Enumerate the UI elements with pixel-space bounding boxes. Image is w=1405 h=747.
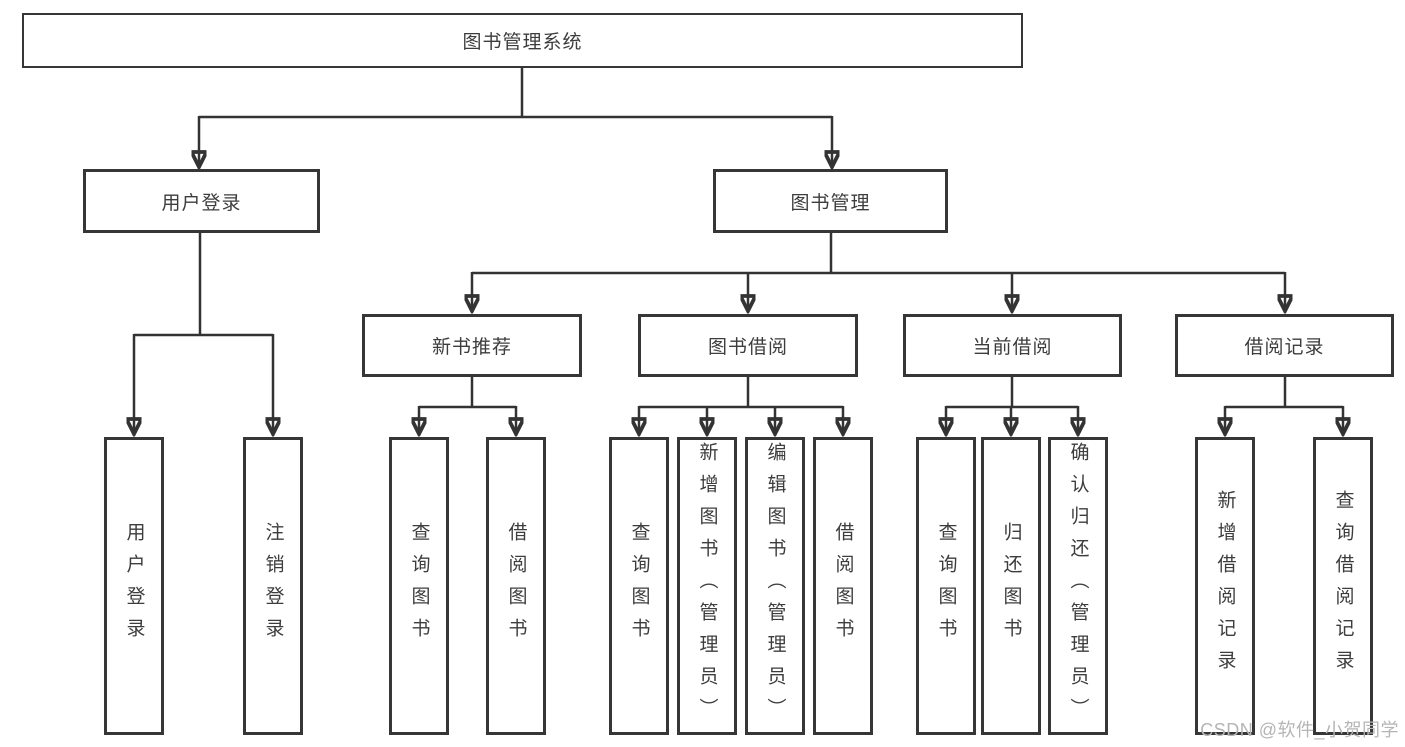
node-borrow-query: 查询图书 xyxy=(609,437,669,735)
node-current-query: 查询图书 xyxy=(916,437,976,735)
node-record: 借阅记录 xyxy=(1175,314,1394,377)
node-user-login-label: 用户登录 xyxy=(161,192,242,214)
node-borrow-add: 新增图书（管理员） xyxy=(677,437,737,735)
node-record-query: 查询借阅记录 xyxy=(1313,437,1373,735)
node-book-mgmt: 图书管理 xyxy=(713,169,948,233)
node-record-label: 借阅记录 xyxy=(1244,337,1325,358)
csdn-watermark: CSDN @软件_小贺同学 xyxy=(1200,720,1399,740)
node-login: 用户登录 xyxy=(104,437,164,735)
node-book-mgmt-label: 图书管理 xyxy=(790,192,871,214)
node-current-query-label: 查询图书 xyxy=(935,522,957,650)
node-borrow: 图书借阅 xyxy=(638,314,858,377)
node-record-add: 新增借阅记录 xyxy=(1195,437,1255,735)
node-logout: 注销登录 xyxy=(243,437,303,735)
node-root: 图书管理系统 xyxy=(22,13,1023,68)
node-record-add-label: 新增借阅记录 xyxy=(1214,490,1236,682)
node-borrow-add-label: 新增图书（管理员） xyxy=(696,442,718,730)
node-root-label: 图书管理系统 xyxy=(462,32,583,53)
node-borrow-label: 图书借阅 xyxy=(707,337,788,358)
node-current: 当前借阅 xyxy=(903,314,1122,377)
node-borrow-do: 借阅图书 xyxy=(813,437,873,735)
node-new-book-borrow: 借阅图书 xyxy=(486,437,546,735)
node-current-confirm-label: 确认归还（管理员） xyxy=(1067,442,1089,730)
node-current-return: 归还图书 xyxy=(981,437,1041,735)
node-current-return-label: 归还图书 xyxy=(1000,522,1022,650)
node-user-login: 用户登录 xyxy=(83,169,320,233)
node-record-query-label: 查询借阅记录 xyxy=(1332,490,1354,682)
node-new-book-borrow-label: 借阅图书 xyxy=(505,522,527,650)
node-borrow-edit-label: 编辑图书（管理员） xyxy=(764,442,786,730)
node-new-book-query-label: 查询图书 xyxy=(408,522,430,650)
node-borrow-do-label: 借阅图书 xyxy=(832,522,854,650)
node-login-label: 用户登录 xyxy=(123,522,145,650)
node-new-book-query: 查询图书 xyxy=(389,437,449,735)
node-borrow-edit: 编辑图书（管理员） xyxy=(745,437,805,735)
node-current-label: 当前借阅 xyxy=(972,337,1053,358)
node-current-confirm: 确认归还（管理员） xyxy=(1048,437,1108,735)
node-borrow-query-label: 查询图书 xyxy=(628,522,650,650)
node-new-book-label: 新书推荐 xyxy=(431,337,512,358)
node-new-book: 新书推荐 xyxy=(362,314,582,377)
node-logout-label: 注销登录 xyxy=(262,522,284,650)
